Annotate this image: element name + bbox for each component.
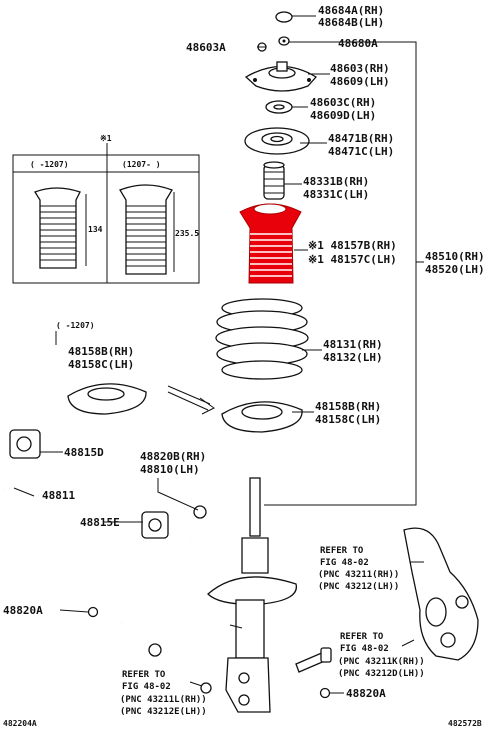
footer-left-code: 482204A	[3, 719, 37, 728]
cap-48684	[275, 11, 293, 23]
bumper-48331b	[263, 161, 285, 200]
nut-48820a-left	[87, 606, 99, 618]
refs-ref1-line3: (PNC 43211(RH))	[318, 570, 399, 580]
refs-ref2-line1: REFER TO	[340, 632, 384, 642]
label-48157b: ※1 48157B(RH)	[308, 239, 397, 252]
dimension-235-5: 235.5	[175, 229, 199, 238]
label-48132: 48132(LH)	[323, 351, 383, 364]
stabilizer-bar-48811	[4, 486, 156, 624]
label-48810: 48810(LH)	[140, 463, 200, 476]
label-48603a: 48603A	[186, 41, 226, 54]
label-48815e: 48815E	[80, 516, 120, 529]
label-48158b-left: 48158B(RH)	[68, 345, 134, 358]
nut-48820a-right	[319, 687, 331, 699]
shock-absorber-strut	[207, 477, 297, 713]
footer-right-code: 482572B	[448, 719, 482, 728]
label-48520: 48520(LH)	[425, 263, 485, 276]
inset-col2-label: (1207- )	[122, 160, 161, 169]
refs-ref3-line2: FIG 48-02	[122, 682, 171, 692]
label-48820b: 48820B(RH)	[140, 450, 206, 463]
mount-48603	[244, 61, 318, 92]
refs-ref3-line4: (PNC 43212E(LH))	[120, 707, 207, 717]
label-48158c-left: 48158C(LH)	[68, 358, 134, 371]
label-48684a: 48684A(RH)	[318, 4, 384, 17]
left-insulator-note: ( -1207)	[56, 321, 95, 330]
label-48680a: 48680A	[338, 37, 378, 50]
inset-col1-label: ( -1207)	[30, 160, 69, 169]
label-48820a-right: 48820A	[346, 687, 386, 700]
reference-note-2: REFER TO FIG 48-02 (PNC 43211K(RH)) (PNC…	[338, 632, 425, 679]
nut-48680a	[278, 36, 290, 46]
refs-ref3-line1: REFER TO	[122, 670, 166, 680]
steering-knuckle	[403, 527, 479, 661]
washer-48603c	[265, 100, 293, 114]
label-48131: 48131(RH)	[323, 338, 383, 351]
insulator-48158-left	[67, 383, 147, 415]
refs-ref2-line3: (PNC 43211K(RH))	[338, 657, 425, 667]
insulator-48158-right	[221, 401, 303, 433]
refs-ref1-line4: (PNC 43212(LH))	[318, 582, 399, 592]
stabilizer-link-48820b	[148, 505, 207, 657]
dimension-134: 134	[88, 225, 103, 234]
bolt-lower	[295, 647, 332, 673]
reference-note-3: REFER TO FIG 48-02 (PNC 43211L(RH)) (PNC…	[120, 670, 207, 717]
bearing-48471b	[244, 127, 310, 155]
refs-ref2-line4: (PNC 43212D(LH))	[338, 669, 425, 679]
leader-lines	[13, 15, 424, 694]
label-48609d: 48609D(LH)	[310, 109, 376, 122]
label-48157c: ※1 48157C(LH)	[308, 253, 397, 266]
dust-boot-48157-highlighted	[239, 203, 302, 284]
bushing-48815e	[141, 511, 169, 539]
reference-note-1: REFER TO FIG 48-02 (PNC 43211(RH)) (PNC …	[318, 546, 399, 592]
refs-ref3-line3: (PNC 43211L(RH))	[120, 695, 207, 705]
bushing-48815d	[9, 429, 41, 459]
label-48811: 48811	[42, 489, 75, 502]
inset-marker: ※1	[100, 134, 112, 143]
part-labels: 48684A(RH) 48684B(LH) 48680A 48603A 4860…	[3, 4, 485, 700]
label-48471b: 48471B(RH)	[328, 132, 394, 145]
label-48158c-right: 48158C(LH)	[315, 413, 381, 426]
label-48820a-left: 48820A	[3, 604, 43, 617]
inset-box: ※1 ( -1207) (1207- ) 134 235.5	[12, 134, 200, 284]
label-48471c: 48471C(LH)	[328, 145, 394, 158]
label-48331b: 48331B(RH)	[303, 175, 369, 188]
coil-spring-48131	[215, 298, 309, 380]
transfer-arrow	[167, 385, 215, 415]
label-48331c: 48331C(LH)	[303, 188, 369, 201]
refs-ref2-line2: FIG 48-02	[340, 644, 389, 654]
inset-boot-short: 134	[34, 187, 103, 269]
refs-ref1-line2: FIG 48-02	[320, 558, 369, 568]
label-48815d: 48815D	[64, 446, 104, 459]
label-48603: 48603(RH)	[330, 62, 390, 75]
label-48158b-right: 48158B(RH)	[315, 400, 381, 413]
refs-ref1-line1: REFER TO	[320, 546, 364, 556]
label-48609: 48609(LH)	[330, 75, 390, 88]
inset-boot-long: 235.5	[119, 184, 199, 275]
label-48603c: 48603C(RH)	[310, 96, 376, 109]
nut-lower	[200, 682, 212, 694]
label-48684b: 48684B(LH)	[318, 16, 384, 29]
label-48510: 48510(RH)	[425, 250, 485, 263]
